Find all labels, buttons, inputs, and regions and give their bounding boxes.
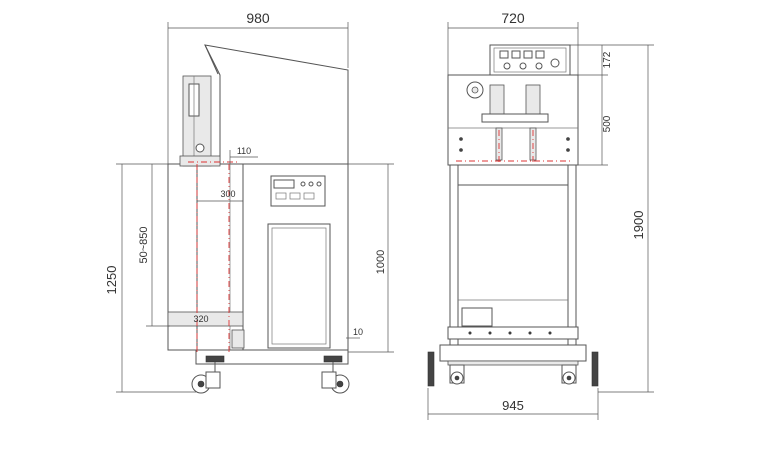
dim-opening-width: 110 [237, 146, 251, 156]
dim-total-height-front: 1900 [631, 211, 646, 240]
front-lower-frame [457, 184, 569, 328]
side-base [195, 349, 349, 365]
dim-front-width: 720 [501, 10, 525, 26]
side-dimensions: 980 110 300 1250 50~850 320 1000 10 [104, 10, 394, 393]
side-caster-left [191, 355, 225, 394]
front-dimensions: 720 172 500 1900 945 [427, 10, 654, 420]
dim-foot-gap: 10 [353, 327, 363, 337]
dim-base-offset: 320 [193, 314, 208, 324]
front-post-left [449, 164, 459, 346]
side-access-door [267, 223, 331, 349]
front-caster-right [561, 351, 599, 387]
side-conveyor-bracket [167, 311, 244, 327]
dim-opening-depth: 300 [220, 189, 235, 199]
dim-base-width: 945 [502, 398, 524, 413]
side-caster-right [321, 355, 350, 394]
dim-total-height-side: 1250 [104, 266, 119, 295]
front-bottom-rail [447, 326, 579, 340]
front-post-right [567, 164, 577, 346]
front-cylinder-left [489, 84, 505, 118]
dim-table-height: 1000 [375, 250, 387, 274]
front-caster-left [427, 351, 465, 387]
front-cylinder-right [525, 84, 541, 118]
side-head [204, 44, 349, 165]
dim-head-depth: 500 [602, 115, 613, 132]
front-base [439, 344, 587, 362]
dim-height-range: 50~850 [138, 226, 150, 263]
side-view [167, 44, 350, 394]
dim-head-height: 172 [602, 51, 613, 68]
dim-side-width: 980 [246, 10, 270, 26]
front-view [427, 44, 599, 387]
